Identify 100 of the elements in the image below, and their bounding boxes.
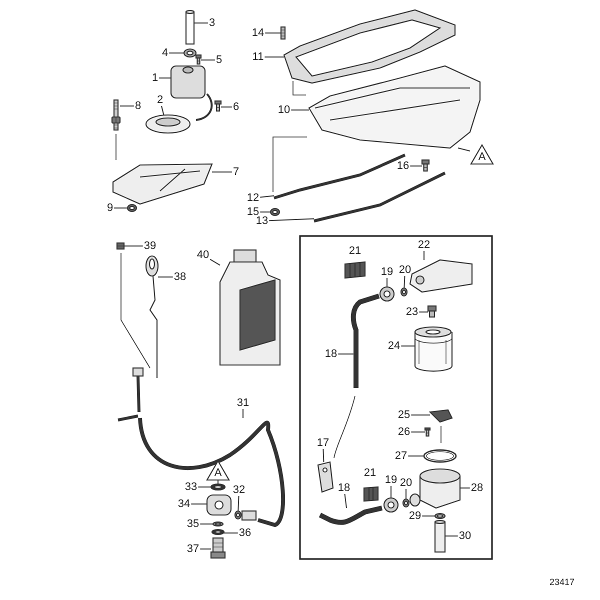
nut-drawing — [126, 204, 138, 212]
clip-drawing — [363, 486, 379, 502]
callout-number: 31 — [236, 397, 250, 409]
hose-drawing — [350, 294, 380, 388]
callout-number: 20 — [398, 477, 414, 489]
callout-number: 23 — [404, 306, 420, 318]
callout-number: 20 — [398, 264, 412, 276]
callout-number: 37 — [186, 543, 200, 555]
oil-strainer-drawing — [145, 114, 191, 134]
washer-drawing — [211, 528, 225, 536]
leader-line — [158, 276, 174, 278]
union-nut-drawing — [383, 497, 399, 513]
leader-line — [264, 32, 282, 34]
leader-line — [322, 448, 324, 462]
oil-bottle-drawing — [219, 249, 281, 366]
washer-drawing — [270, 208, 280, 216]
leader-line — [224, 532, 238, 534]
pipe-drawing — [185, 10, 195, 45]
leader-line — [210, 258, 220, 266]
oil-pump-drawing — [170, 65, 213, 121]
leader-line — [194, 22, 208, 24]
callout-number: 26 — [396, 426, 412, 438]
leader-line — [344, 494, 347, 508]
callout-number: 2 — [156, 94, 164, 106]
bolt-drawing — [214, 100, 222, 112]
leader-line — [161, 106, 164, 116]
callout-number: 21 — [362, 467, 378, 479]
callout-number: 40 — [196, 249, 210, 261]
callout-number: 30 — [458, 530, 472, 542]
callout-number: 39 — [142, 240, 158, 252]
callout-number: 21 — [348, 245, 362, 257]
callout-number: 18 — [336, 482, 352, 494]
leader-line — [458, 148, 470, 152]
stud-drawing — [111, 99, 121, 131]
hose-clamp-drawing — [317, 461, 334, 493]
callout-number: 19 — [380, 266, 394, 278]
callout-number: 1 — [150, 72, 160, 84]
callout-number: 28 — [470, 482, 484, 494]
callout-number: 36 — [238, 527, 252, 539]
callout-number: 4 — [160, 47, 170, 59]
o-ring-drawing — [423, 449, 457, 463]
callout-number: 29 — [408, 510, 422, 522]
callout-number: 19 — [384, 474, 398, 486]
callout-number: 12 — [246, 192, 260, 204]
leader-line — [386, 278, 388, 288]
bolt-drawing — [195, 54, 202, 65]
sealing-ring-drawing — [183, 48, 197, 58]
reference-triangle: A — [470, 144, 494, 164]
callout-number: 35 — [186, 518, 200, 530]
stud-drawing — [280, 26, 286, 40]
filter-head-drawing — [409, 259, 473, 293]
leader-line — [260, 195, 274, 198]
nipple-drawing — [427, 305, 437, 318]
bolt-drawing — [421, 159, 430, 172]
oil-hose-drawing — [138, 418, 286, 527]
o-ring-drawing — [434, 512, 446, 520]
callout-number: 8 — [134, 100, 142, 112]
leader-line — [168, 52, 184, 54]
gasket-drawing — [314, 172, 446, 222]
banjo-bolt-drawing — [210, 537, 226, 559]
leader-line — [268, 218, 314, 222]
callout-number: 9 — [106, 202, 114, 214]
leader-line — [390, 486, 392, 498]
callout-number: 18 — [324, 348, 338, 360]
o-ring-drawing — [402, 498, 410, 508]
callout-number: 22 — [416, 239, 432, 251]
hose-drawing — [318, 506, 383, 525]
callout-number: 6 — [232, 101, 240, 113]
knob-drawing — [428, 409, 453, 423]
leader-line — [264, 56, 284, 58]
callout-number: 16 — [396, 160, 410, 172]
callout-number: 27 — [394, 450, 408, 462]
leader-line — [198, 486, 212, 488]
leader-line — [242, 408, 244, 418]
leader-line — [404, 276, 406, 288]
clip-drawing — [344, 261, 366, 279]
callout-number: 24 — [386, 340, 402, 352]
callout-number: 11 — [251, 51, 265, 63]
callout-number: 25 — [396, 409, 412, 421]
drawing-number: 23417 — [548, 576, 576, 588]
pipe-drawing — [434, 520, 446, 553]
callout-number: 10 — [276, 104, 292, 116]
o-ring-drawing — [400, 287, 408, 297]
union-nut-drawing — [379, 286, 395, 302]
leader-line — [238, 496, 240, 512]
callout-number: 14 — [250, 27, 266, 39]
leader-line — [200, 548, 212, 550]
oil-filter-drawing — [414, 326, 453, 372]
callout-number: 3 — [208, 17, 216, 29]
callout-number: 13 — [254, 215, 270, 227]
bolt-drawing — [116, 242, 125, 250]
callout-number: 38 — [172, 271, 188, 283]
leader-line — [410, 414, 430, 416]
oil-pan-drawing — [308, 65, 481, 149]
callout-number: 7 — [232, 166, 240, 178]
callout-number: 32 — [232, 484, 246, 496]
callout-number: 17 — [316, 437, 330, 449]
dipstick-drawing — [116, 252, 159, 422]
leader-line — [220, 106, 232, 108]
callout-number: 33 — [184, 481, 198, 493]
